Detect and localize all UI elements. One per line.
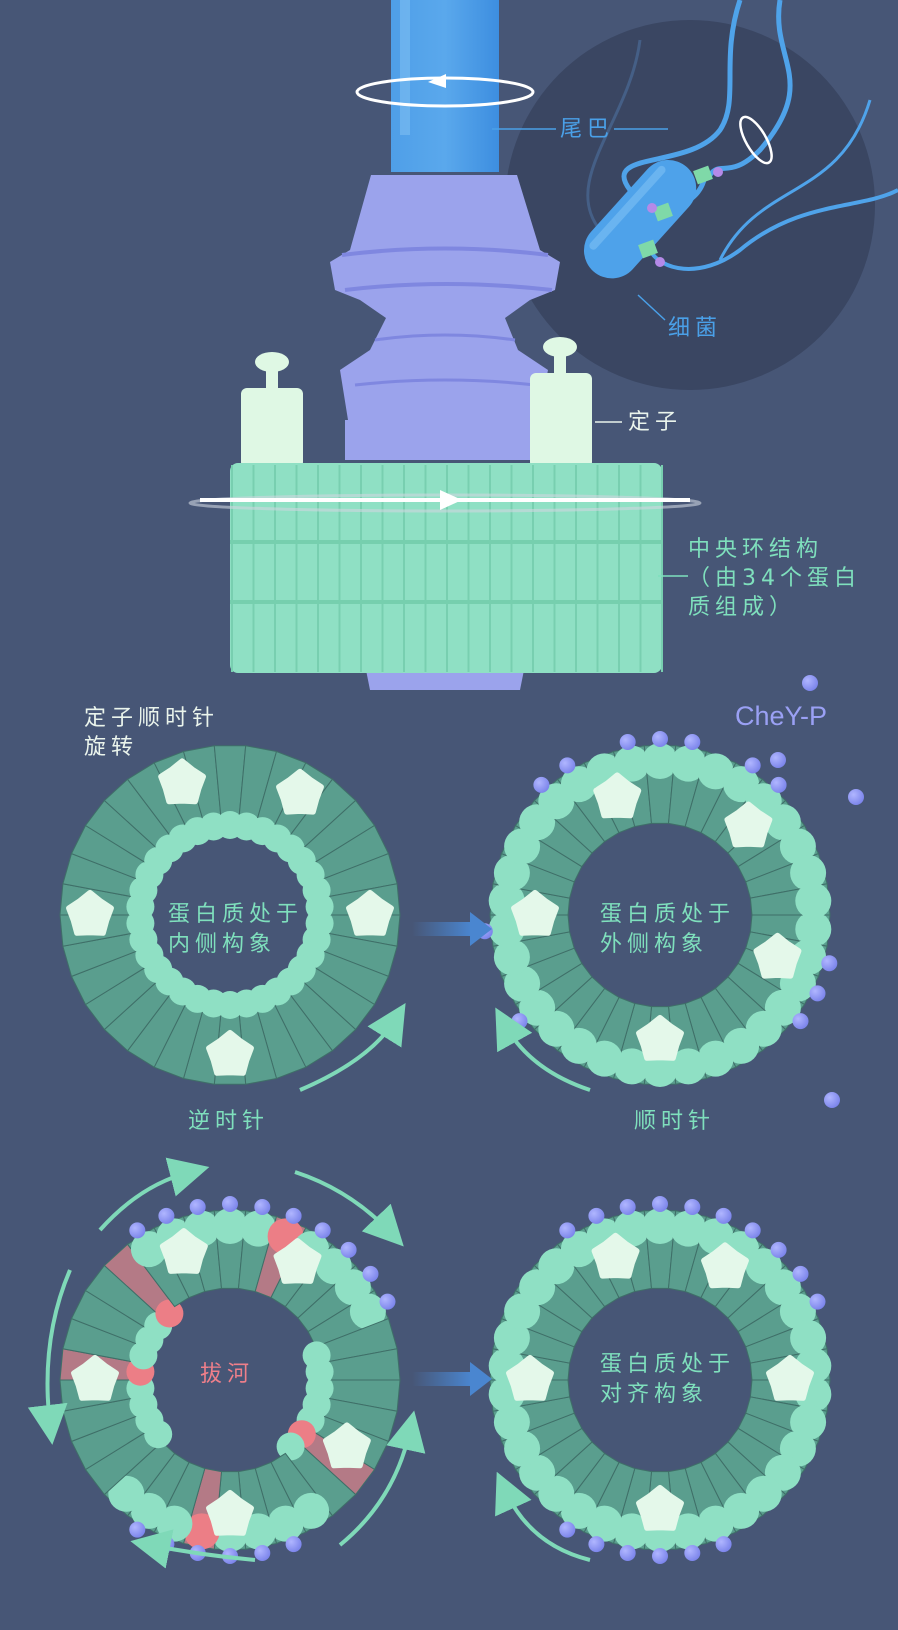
- ring-tug: [27, 1157, 426, 1569]
- aligned-conformation-line2: 对齐构象: [600, 1382, 709, 1407]
- tail-shaft: [355, 0, 668, 172]
- central-ring-side: [188, 463, 702, 673]
- stator-label: 定子: [628, 410, 683, 435]
- counterclockwise-label: 逆时针: [188, 1109, 270, 1134]
- inner-conformation-line1: 蛋白质处于: [168, 902, 304, 927]
- stator-units: [241, 337, 622, 468]
- bacterium-inset: [505, 0, 898, 390]
- stator-rotation-annotation-line1: 定子顺时针: [84, 706, 220, 731]
- transition-arrows: [412, 912, 492, 1396]
- central-ring-label-line1: 中央环结构: [688, 537, 824, 562]
- central-ring-label-line2: （由34个蛋白: [688, 566, 861, 591]
- ring-outer: [476, 731, 838, 1092]
- clockwise-label: 顺时针: [634, 1109, 716, 1134]
- bacteria-label: 细菌: [668, 316, 723, 341]
- ring-top-views: [27, 731, 838, 1569]
- inner-conformation-line2: 内侧构象: [168, 932, 277, 957]
- stator-rotation-annotation-line2: 旋转: [84, 735, 139, 760]
- aligned-conformation-line1: 蛋白质处于: [600, 1352, 736, 1377]
- chey-p-label: CheY-P: [735, 701, 828, 731]
- chey-p-molecules: [770, 675, 864, 1108]
- central-ring-label-line3: 质组成）: [688, 595, 797, 620]
- ring-aligned: [488, 1196, 832, 1564]
- tail-label: 尾巴: [560, 117, 615, 142]
- tug-of-war-label: 拔河: [200, 1362, 255, 1387]
- ring-inner: [59, 745, 406, 1092]
- outer-conformation-line2: 外侧构象: [600, 932, 709, 957]
- outer-conformation-line1: 蛋白质处于: [600, 902, 736, 927]
